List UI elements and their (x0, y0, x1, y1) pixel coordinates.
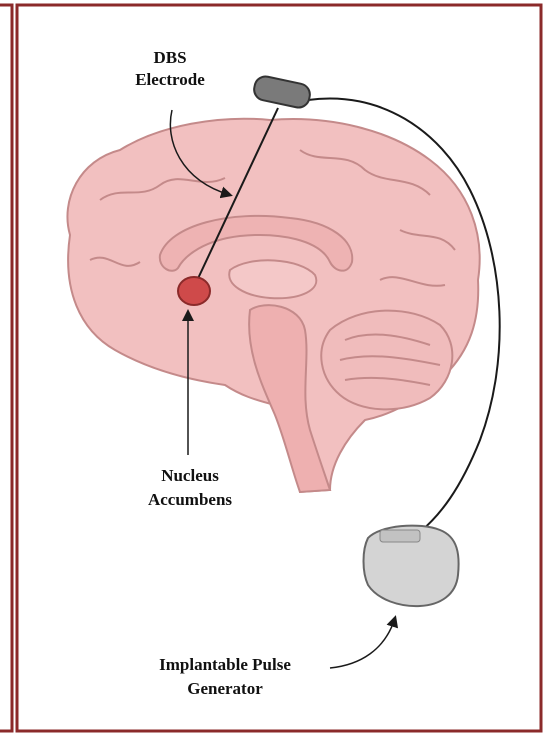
ipg-label-line1: Implantable Pulse (120, 655, 330, 675)
nucleus-accumbens (178, 277, 210, 305)
left-panel-edge (0, 5, 12, 731)
dbs-label-line2: Electrode (110, 70, 230, 90)
brain (67, 119, 479, 492)
generator-header (380, 530, 420, 542)
dbs-label-line1: DBS (130, 48, 210, 68)
ipg-label-line2: Generator (170, 679, 280, 699)
nucleus-label-line1: Nucleus (140, 466, 240, 486)
ipg-pointer-arrow (330, 618, 395, 668)
electrode-cap (252, 74, 312, 109)
nucleus-label-line2: Accumbens (125, 490, 255, 510)
